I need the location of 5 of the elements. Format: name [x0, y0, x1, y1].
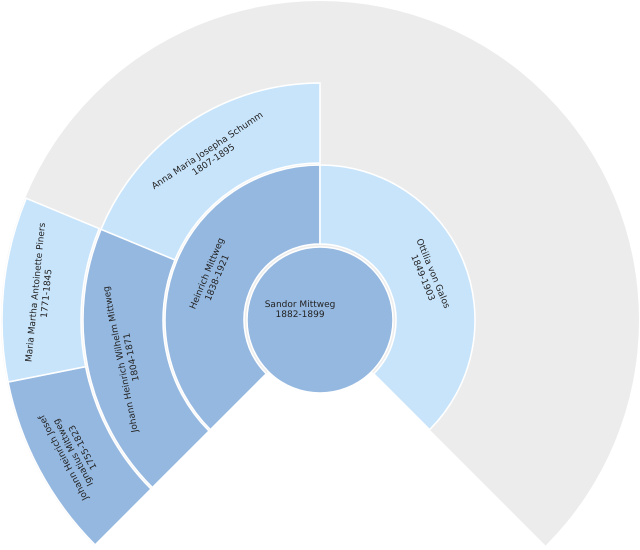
fan-segment	[2, 198, 100, 383]
person-name: Sandor Mittweg	[264, 300, 336, 310]
fan-segment	[247, 247, 393, 393]
life-dates: 1882-1899	[276, 310, 325, 322]
life-dates: 1771-1845	[40, 268, 56, 318]
